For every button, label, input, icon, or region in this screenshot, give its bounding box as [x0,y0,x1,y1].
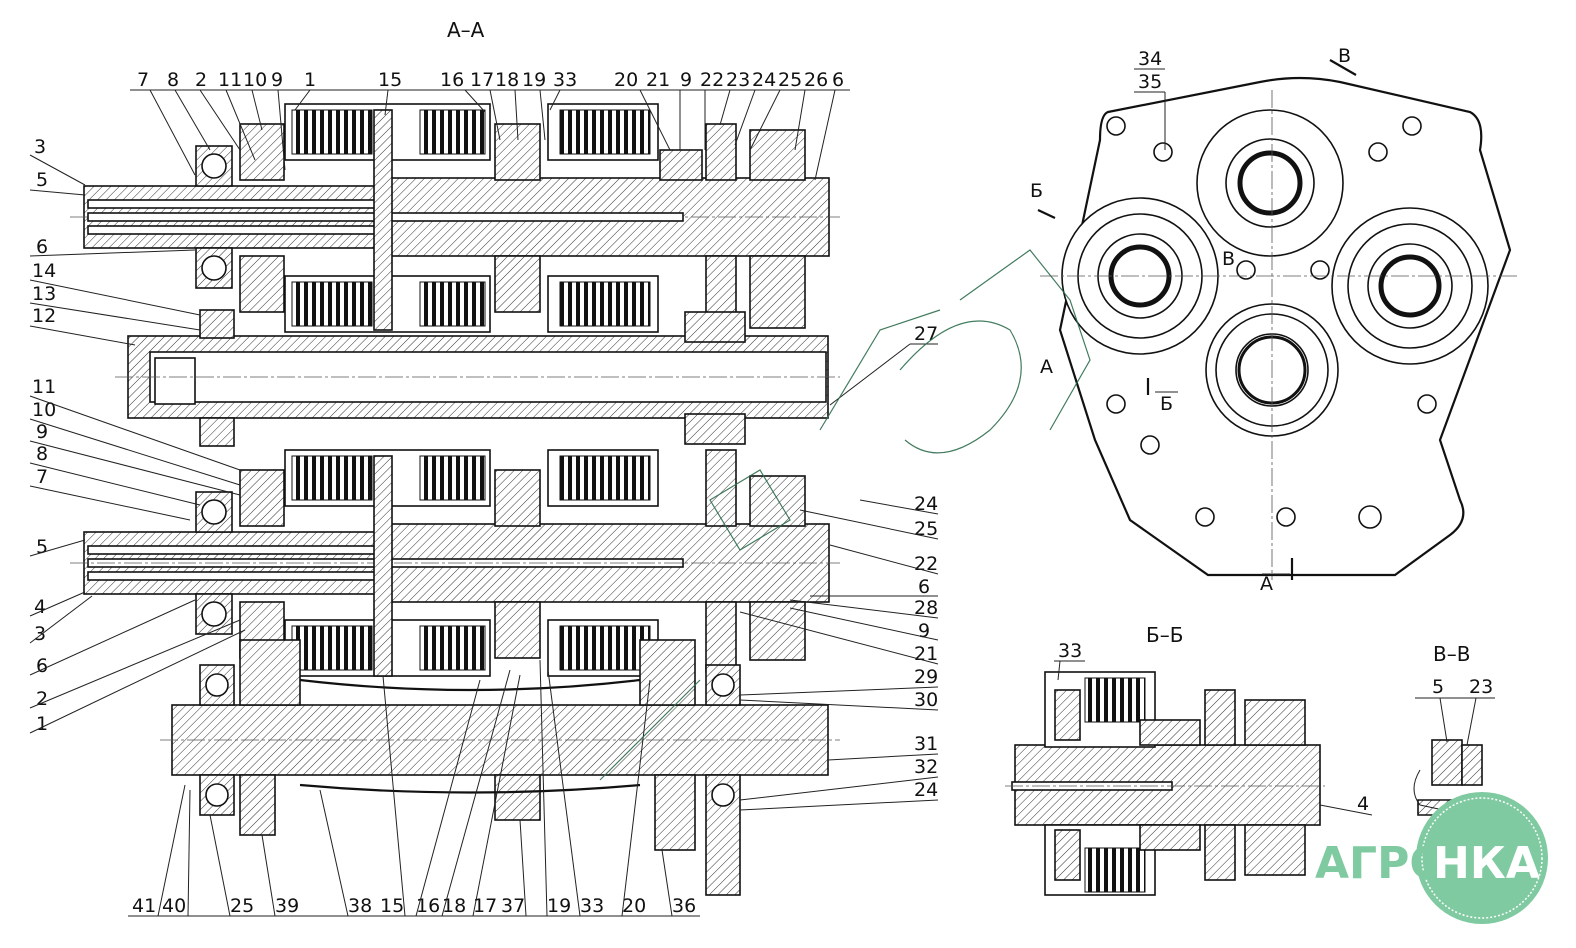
callout: 16 [416,895,440,917]
output-shaft [160,639,840,896]
section-title-v-v: В–В [1433,642,1470,666]
callout: 13 [32,283,56,305]
logo-text-agro: АГРО [1315,838,1447,889]
callout: 9 [36,421,48,443]
callout: 26 [804,69,828,91]
callout: 17 [473,895,497,917]
callout: 5 [1432,676,1444,698]
callout: 9 [918,620,930,642]
callout: 31 [914,733,938,755]
callout: 11 [32,376,56,398]
callout: 28 [914,597,938,619]
section-b-drawing: 33 4 [1005,640,1373,896]
callout: 24 [752,69,776,91]
callout: 38 [348,895,372,917]
callout: 8 [36,443,48,465]
callout: 12 [32,305,56,327]
callout: 17 [470,69,494,91]
logo-circle [1416,792,1548,924]
lower-shaft [70,449,840,677]
callout: 6 [36,655,48,677]
callout: 36 [672,895,696,917]
callout: 25 [778,69,802,91]
watermark [599,249,1091,781]
callout: 15 [380,895,404,917]
callout: 5 [36,169,48,191]
callout: 41 [132,895,156,917]
callout: 4 [34,596,46,618]
callouts-left: 3 5 6 14 13 12 11 10 9 8 7 5 4 3 6 2 1 [29,136,246,735]
callout-34: 34 [1138,48,1162,70]
cut-mark-a-bottom: А [1260,573,1273,595]
callout: 7 [36,466,48,488]
callout: 16 [440,69,464,91]
callout: 18 [442,895,466,917]
callouts-bottom: 41 40 25 39 38 15 16 18 17 37 19 33 20 3… [128,659,700,917]
callout: 37 [501,895,525,917]
callout: 2 [195,69,207,91]
end-view-drawing: 34 35 В Б В А Б А [1030,45,1520,595]
section-title-b-b: Б–Б [1146,623,1183,647]
callout: 21 [914,643,938,665]
callout: 29 [914,666,938,688]
callout: 8 [167,69,179,91]
callout: 33 [553,69,577,91]
callout: 23 [1469,676,1493,698]
logo-text-nka: НКА [1433,838,1540,889]
callout: 39 [275,895,299,917]
callout: 3 [34,136,46,158]
upper-shaft [70,103,840,333]
callout: 14 [32,260,56,282]
callout: 1 [304,69,316,91]
callout: 19 [522,69,546,91]
callout: 27 [914,323,938,345]
callout: 2 [36,688,48,710]
callout: 20 [614,69,638,91]
callout: 6 [36,236,48,258]
callout: 33 [580,895,604,917]
callout: 7 [137,69,149,91]
callout: 24 [914,493,938,515]
callout: 40 [162,895,186,917]
main-section-drawing [70,103,840,896]
callout: 25 [914,518,938,540]
callout: 18 [495,69,519,91]
callout: 3 [34,623,46,645]
callout: 10 [32,399,56,421]
callout: 21 [646,69,670,91]
agronka-logo: АГРО НКА [1315,792,1548,924]
callouts-top: 7 8 2 11 10 9 1 15 16 17 18 19 33 20 21 … [130,69,850,181]
cut-mark-v-inner: В [1222,248,1235,270]
callouts-right: 27 24 25 22 6 28 9 21 29 30 31 32 24 [739,323,938,811]
callout: 4 [1357,793,1369,815]
callout: 19 [547,895,571,917]
callout: 9 [271,69,283,91]
callout: 24 [914,779,938,801]
callout: 33 [1058,640,1082,662]
callout: 22 [700,69,724,91]
callout: 6 [832,69,844,91]
callout: 6 [918,576,930,598]
callout: 9 [680,69,692,91]
callout: 15 [378,69,402,91]
callout: 1 [36,713,48,735]
callout-35: 35 [1138,71,1162,93]
callout: 23 [726,69,750,91]
callout: 20 [622,895,646,917]
callout: 32 [914,756,938,778]
callout: 30 [914,689,938,711]
middle-shaft [115,309,840,447]
callout: 25 [230,895,254,917]
cut-mark-v-top: В [1338,45,1351,67]
callout: 10 [243,69,267,91]
section-title-a-a: А–А [447,18,485,42]
cut-mark-b-bottom: Б [1160,393,1173,415]
cut-mark-a-left: А [1040,356,1053,378]
callout: 22 [914,553,938,575]
cut-mark-b-left: Б [1030,180,1043,202]
callout: 5 [36,536,48,558]
callout: 11 [218,69,242,91]
